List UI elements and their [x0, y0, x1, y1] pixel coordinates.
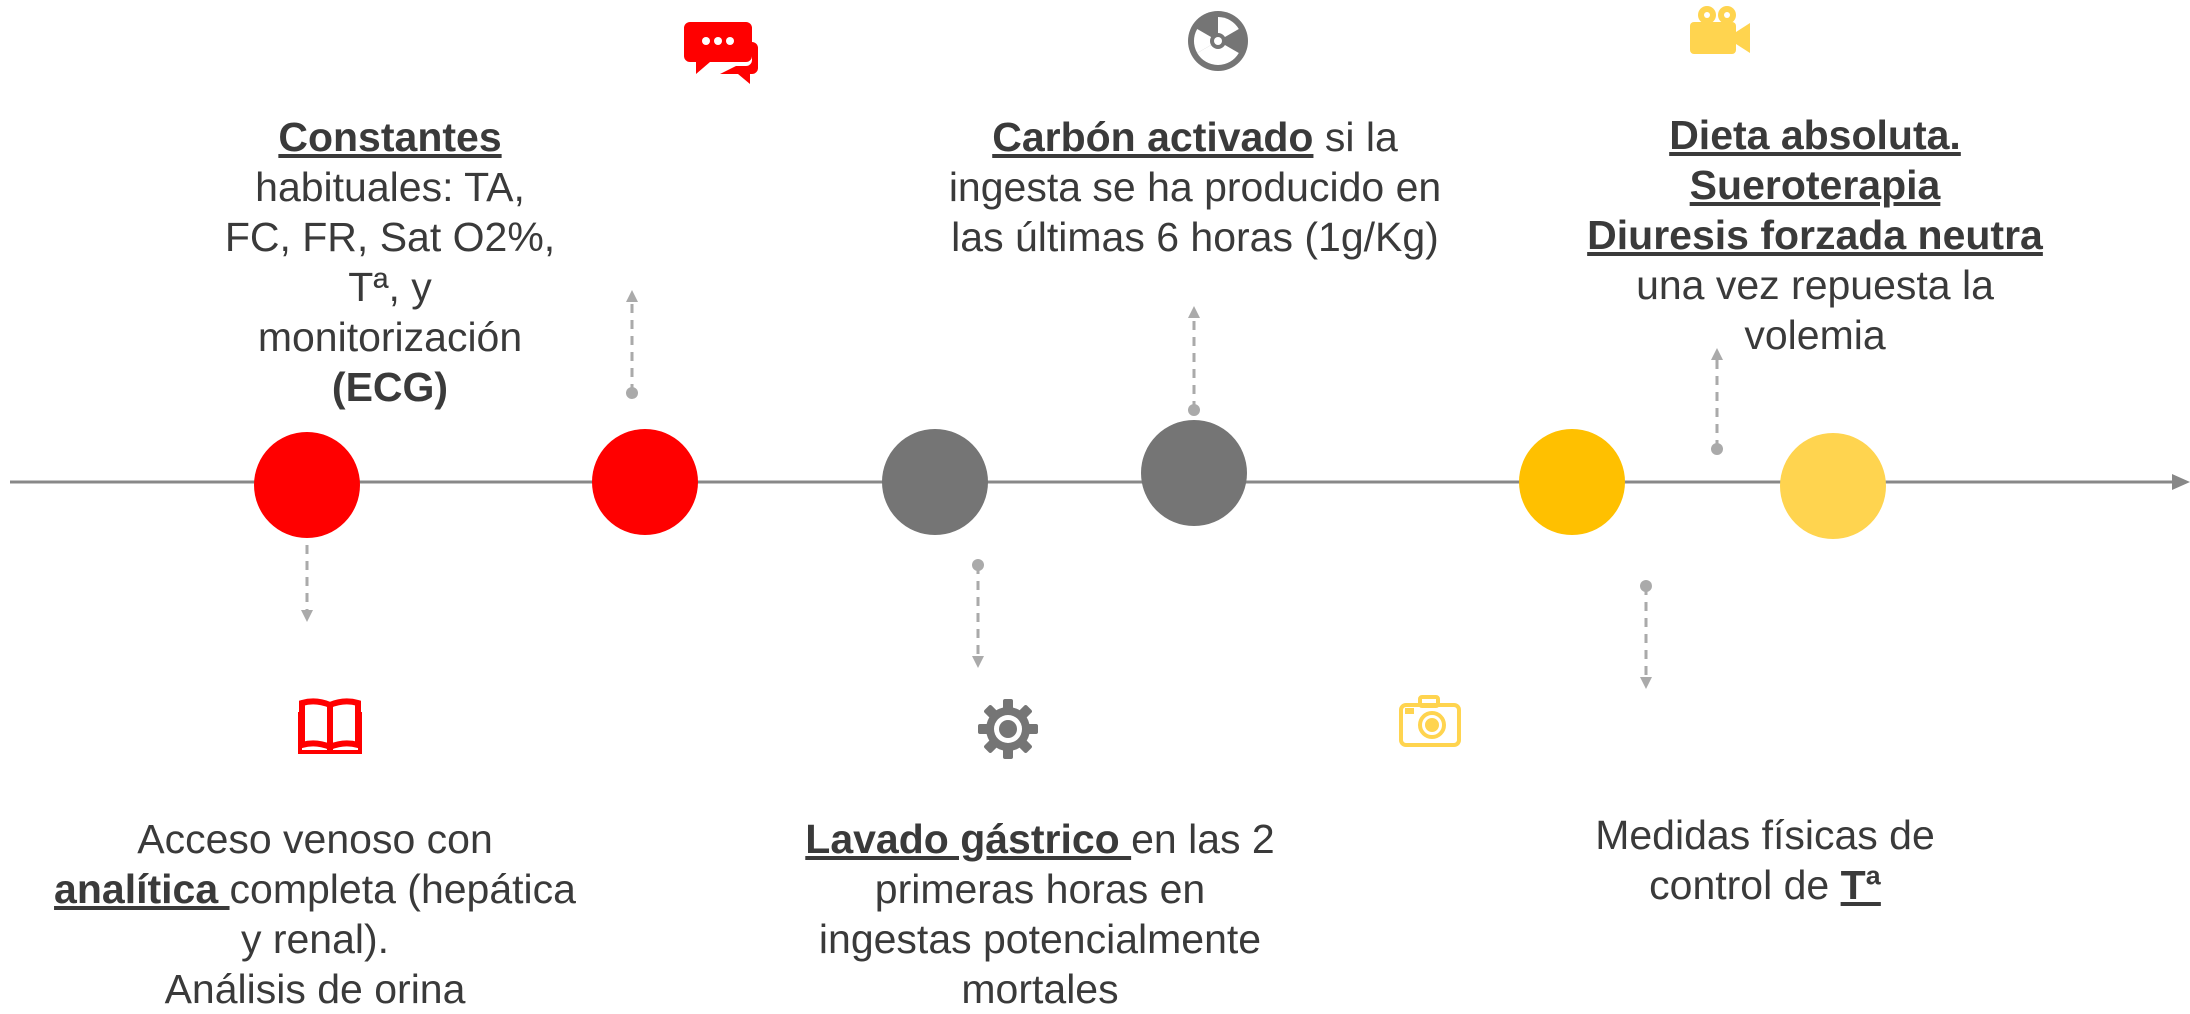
step-constantes: Constantes habituales: TA, FC, FR, Sat O… — [200, 112, 580, 412]
step-medidas-title: Tª — [1840, 862, 1881, 908]
connector-dot-carbon — [1188, 404, 1200, 416]
timeline-node-6 — [1780, 433, 1886, 539]
step-carbon-text-1: si la — [1313, 114, 1398, 160]
connector-dot-dieta — [1711, 443, 1723, 455]
connector-dot-lavado — [972, 559, 984, 571]
step-carbon: Carbón activado si la ingesta se ha prod… — [915, 112, 1475, 262]
camera-icon — [1399, 695, 1461, 747]
step-carbon-title: Carbón activado — [992, 114, 1314, 160]
step-acceso-text-2: completa (hepática — [229, 866, 576, 912]
step-constantes-title: Constantes — [278, 114, 502, 160]
step-constantes-text-2: FC, FR, Sat O2%, Tª, y — [224, 214, 556, 310]
gear-icon — [978, 699, 1038, 759]
step-dieta-text-5: volemia — [1744, 312, 1886, 358]
timeline-arrowhead — [2172, 474, 2190, 490]
timeline-node-5 — [1519, 429, 1625, 535]
step-carbon-text-2: ingesta se ha producido en — [948, 164, 1442, 210]
step-dieta-title-2: Sueroterapia — [1689, 162, 1941, 208]
step-lavado-title: Lavado gástrico — [805, 816, 1132, 862]
connector-dot-medidas — [1640, 580, 1652, 592]
connector-arrow-dieta — [1711, 348, 1723, 360]
step-acceso-text-3: y renal). — [240, 916, 390, 962]
step-acceso: Acceso venoso con analítica completa (he… — [40, 814, 590, 1014]
radiation-icon — [1188, 11, 1248, 71]
step-lavado-text-4: mortales — [961, 966, 1119, 1012]
step-constantes-text-1: habituales: TA, — [255, 164, 525, 210]
step-medidas: Medidas físicas de control de Tª — [1535, 810, 1995, 910]
step-constantes-ecg: (ECG) — [331, 364, 449, 410]
step-dieta-title-1: Dieta absoluta. — [1669, 112, 1961, 158]
step-carbon-text-3: las últimas 6 horas (1g/Kg) — [951, 214, 1439, 260]
connector-arrow-medidas — [1640, 677, 1652, 689]
step-acceso-title: analítica — [54, 866, 230, 912]
video-camera-icon — [1690, 6, 1750, 54]
chat-bubbles-icon — [684, 22, 758, 84]
step-lavado-text-3: ingestas potencialmente — [818, 916, 1262, 962]
timeline-node-3 — [882, 429, 988, 535]
connector-dot-constantes — [626, 387, 638, 399]
step-lavado: Lavado gástrico en las 2 primeras horas … — [755, 814, 1325, 1014]
step-lavado-text-1: en las 2 — [1131, 816, 1275, 862]
step-acceso-text-4: Análisis de orina — [164, 966, 466, 1012]
timeline-node-4 — [1141, 420, 1247, 526]
timeline-node-1 — [254, 432, 360, 538]
step-acceso-text-1: Acceso venoso con — [137, 816, 493, 862]
step-medidas-text-1: Medidas físicas de — [1595, 812, 1935, 858]
connector-arrow-lavado — [972, 656, 984, 668]
timeline-node-2 — [592, 429, 698, 535]
step-dieta-title-3: Diuresis forzada neutra — [1587, 212, 2043, 258]
open-book-icon — [298, 698, 362, 754]
step-dieta: Dieta absoluta. Sueroterapia Diuresis fo… — [1535, 110, 2095, 360]
step-lavado-text-2: primeras horas en — [874, 866, 1206, 912]
connector-arrow-carbon — [1188, 306, 1200, 318]
connector-arrow-constantes — [626, 290, 638, 302]
step-dieta-text-4: una vez repuesta la — [1636, 262, 1994, 308]
step-medidas-text-2: control de — [1649, 862, 1841, 908]
connector-arrow-acceso — [301, 610, 313, 622]
step-constantes-text-3: monitorización — [257, 314, 523, 360]
